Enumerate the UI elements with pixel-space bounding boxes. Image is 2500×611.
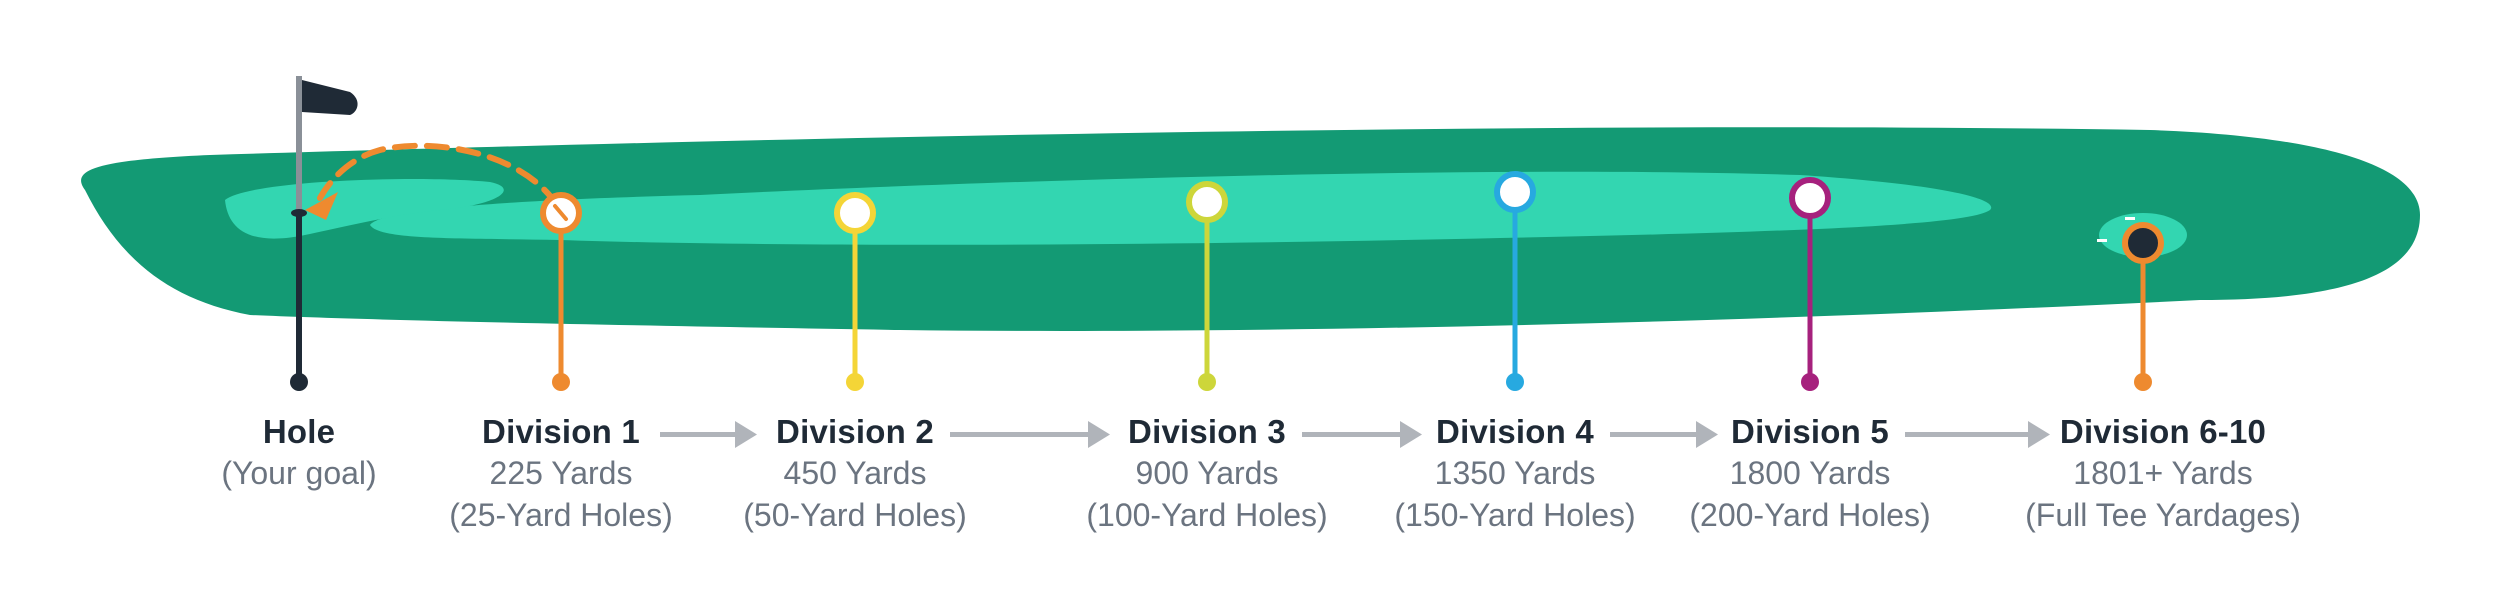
progress-arrows <box>660 421 2050 448</box>
ball-marker <box>2122 222 2164 264</box>
marker-stem <box>558 231 564 380</box>
hole-dot <box>290 373 308 391</box>
flag-cloth <box>302 80 358 115</box>
division-title: Division 4 <box>1436 413 1594 450</box>
division-marker <box>2122 222 2164 391</box>
marker-dot <box>552 373 570 391</box>
division-marker <box>1494 171 1536 391</box>
tee-marker <box>2125 217 2135 220</box>
progress-arrow <box>1905 421 2050 448</box>
hole-title: Hole <box>262 413 336 450</box>
marker-stem <box>1204 220 1210 380</box>
division-hole-length: (200-Yard Holes) <box>1689 497 1931 533</box>
division-marker <box>1789 177 1831 391</box>
division-distance: 1801+ Yards <box>2073 455 2253 491</box>
arrow-head <box>735 421 757 448</box>
arrow-head <box>1088 421 1110 448</box>
division-label: Division 4 1350 Yards (150-Yard Holes) <box>1365 412 1665 536</box>
shot-arc <box>317 142 560 208</box>
marker-dot <box>1198 373 1216 391</box>
division-title: Division 6-10 <box>2059 413 2267 450</box>
marker-stem <box>852 231 858 380</box>
division-distance: 1350 Yards <box>1434 455 1596 491</box>
marker-dot <box>846 373 864 391</box>
division-marker <box>1186 181 1228 391</box>
hole-subtitle: (Your goal) <box>221 455 377 491</box>
division-markers <box>540 171 2164 391</box>
fairway-strip <box>370 171 1992 245</box>
arrow-head <box>1400 421 1422 448</box>
division-label: Division 2 450 Yards (50-Yard Holes) <box>705 412 1005 536</box>
ball-tick <box>553 204 568 221</box>
marker-dot <box>2134 373 2152 391</box>
division-hole-length: (50-Yard Holes) <box>743 497 967 533</box>
division-distance: 225 Yards <box>489 455 633 491</box>
ball-marker <box>1186 181 1228 223</box>
division-hole-length: (25-Yard Holes) <box>449 497 673 533</box>
arrow-head <box>2028 421 2050 448</box>
division-marker <box>834 192 876 391</box>
division-marker <box>540 192 582 391</box>
ball-marker <box>834 192 876 234</box>
marker-dot <box>1801 373 1819 391</box>
arrow-shaft <box>1302 432 1404 437</box>
flag-pole <box>296 76 302 216</box>
tee-marker <box>2097 239 2107 242</box>
cup <box>291 209 307 217</box>
progress-arrow <box>950 421 1110 448</box>
green <box>225 179 504 239</box>
flag-icon <box>290 76 358 391</box>
division-title: Division 1 <box>482 413 640 450</box>
division-hole-length: (100-Yard Holes) <box>1086 497 1328 533</box>
division-title: Division 2 <box>776 413 934 450</box>
division-title: Division 3 <box>1128 413 1286 450</box>
division-label: Division 3 900 Yards (100-Yard Holes) <box>1057 412 1357 536</box>
division-label: Division 5 1800 Yards (200-Yard Holes) <box>1660 412 1960 536</box>
division-distance: 450 Yards <box>783 455 927 491</box>
shot-arc-arrowhead <box>305 192 338 220</box>
arrow-shaft <box>1610 432 1700 437</box>
division-distance: 900 Yards <box>1135 455 1279 491</box>
progress-arrow <box>660 421 757 448</box>
arrow-head <box>1696 421 1718 448</box>
arrow-shaft <box>950 432 1092 437</box>
ball-marker <box>1494 171 1536 213</box>
marker-dot <box>1506 373 1524 391</box>
division-hole-length: (Full Tee Yardages) <box>2025 497 2301 533</box>
progress-arrow <box>1302 421 1422 448</box>
marker-stem <box>1807 216 1813 380</box>
arrow-shaft <box>660 432 739 437</box>
progress-arrow <box>1610 421 1718 448</box>
division-hole-length: (150-Yard Holes) <box>1394 497 1636 533</box>
hole-stem <box>296 215 302 380</box>
division-title: Division 5 <box>1731 413 1889 450</box>
division-label: Division 6-10 1801+ Yards (Full Tee Yard… <box>2013 412 2313 536</box>
ball-marker <box>1789 177 1831 219</box>
marker-stem <box>2140 261 2146 380</box>
division-label: Division 1 225 Yards (25-Yard Holes) <box>411 412 711 536</box>
marker-stem <box>1512 210 1518 380</box>
division-distance: 1800 Yards <box>1729 455 1891 491</box>
hole-label: Hole (Your goal) <box>149 412 449 494</box>
arrow-shaft <box>1905 432 2032 437</box>
